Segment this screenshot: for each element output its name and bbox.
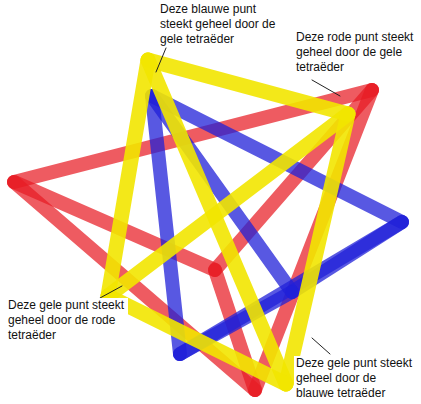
leader-lines [100, 48, 340, 354]
callout-label: Deze blauwe punt steekt geheel door de g… [158, 2, 280, 47]
callout-label: Deze gele punt steekt geheel door de bla… [294, 356, 418, 401]
callout-label: Deze rode punt steekt geheel door de gel… [294, 30, 416, 75]
red-tetrahedron [14, 90, 372, 390]
callout-label: Deze gele punt steekt geheel door de rod… [6, 298, 128, 343]
yellow-tetrahedron [108, 60, 348, 384]
